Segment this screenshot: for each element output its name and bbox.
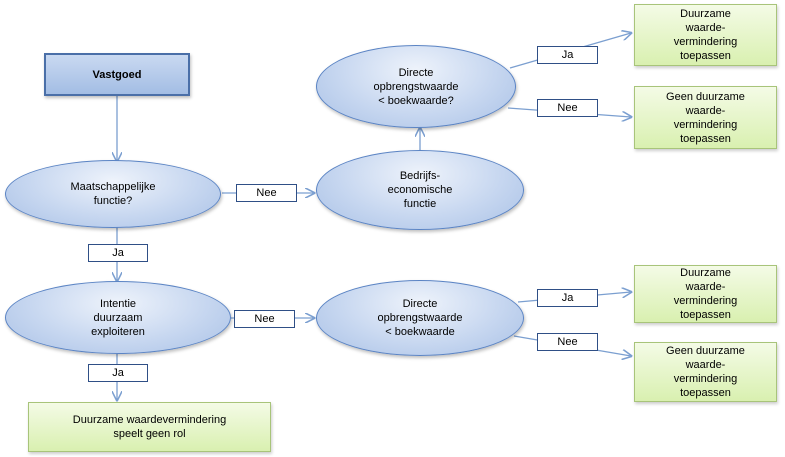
node-geen-duurzame-waardevermindering-bottom: Geen duurzame waarde- vermindering toepa… xyxy=(634,342,777,402)
node-bedrijfs-economische-functie: Bedrijfs- economische functie xyxy=(316,150,524,230)
node-duurzame-waardevermindering-geen-rol: Duurzame waardevermindering speelt geen … xyxy=(28,402,271,452)
label-ja-directe-bottom: Ja xyxy=(537,289,598,307)
node-directe-opbrengstwaarde-top: Directe opbrengstwaarde < boekwaarde? xyxy=(316,45,516,128)
label-ja-maatschappelijke: Ja xyxy=(88,244,148,262)
label-nee-intentie: Nee xyxy=(234,310,295,328)
node-directe-opbrengstwaarde-bottom: Directe opbrengstwaarde < boekwaarde xyxy=(316,280,524,356)
label-nee-directe-bottom: Nee xyxy=(537,333,598,351)
label-ja-directe-top: Ja xyxy=(537,46,598,64)
node-vastgoed: Vastgoed xyxy=(44,53,190,96)
node-geen-duurzame-waardevermindering-top: Geen duurzame waarde- vermindering toepa… xyxy=(634,86,777,149)
node-duurzame-waardevermindering-top: Duurzame waarde- vermindering toepassen xyxy=(634,4,777,66)
label-nee-directe-top: Nee xyxy=(537,99,598,117)
label-nee-maatschappelijke: Nee xyxy=(236,184,297,202)
node-maatschappelijke-functie: Maatschappelijke functie? xyxy=(5,160,221,228)
label-ja-intentie: Ja xyxy=(88,364,148,382)
node-intentie-duurzaam-exploiteren: Intentie duurzaam exploiteren xyxy=(5,281,231,354)
node-duurzame-waardevermindering-bottom: Duurzame waarde- vermindering toepassen xyxy=(634,265,777,323)
